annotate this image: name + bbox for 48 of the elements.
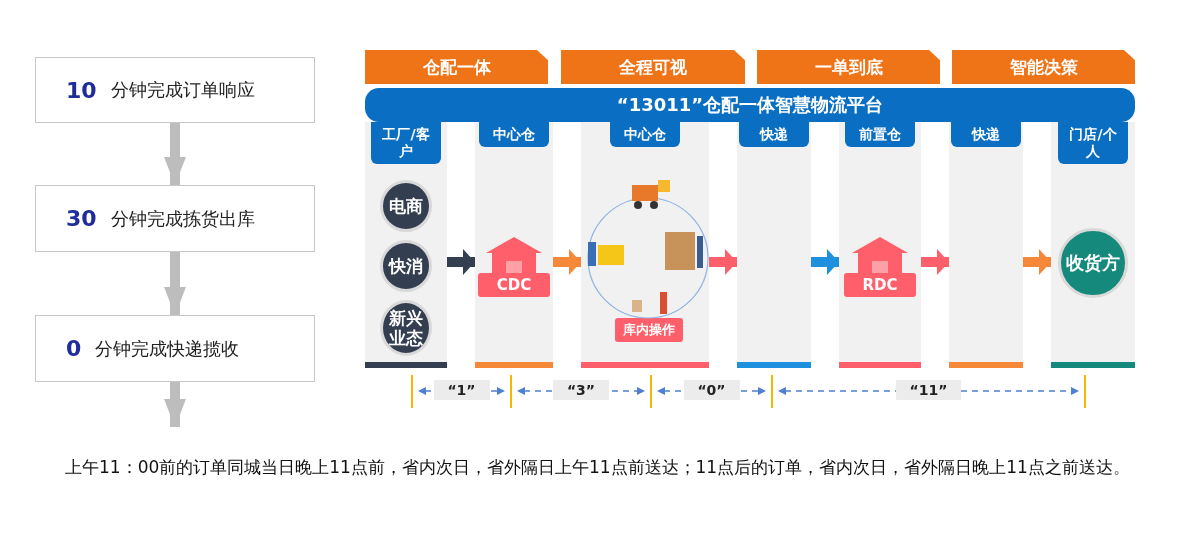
arrow xyxy=(709,249,737,275)
metric-number: 0 xyxy=(66,336,82,361)
operation-label: 库内操作 xyxy=(615,318,683,342)
dimension-label: “1” xyxy=(433,380,490,400)
feature-banner: 仓配一体 xyxy=(365,50,548,84)
category-circle: 电商 xyxy=(380,180,432,232)
stage-column xyxy=(475,122,553,368)
dimension-label: “11” xyxy=(895,380,962,400)
metric-box xyxy=(35,315,315,382)
stage-tab: 门店/个人 xyxy=(1058,122,1128,164)
feature-banner: 全程可视 xyxy=(561,50,745,84)
category-circle: 快消 xyxy=(380,240,432,292)
platform-bar: “13011”仓配一体智慧物流平台 xyxy=(365,88,1135,122)
stage-tab: 快递 xyxy=(739,122,809,147)
warehouse-block: CDC xyxy=(478,235,550,297)
arrow xyxy=(164,123,186,185)
dimension-label: “0” xyxy=(683,380,740,400)
arrow xyxy=(921,249,949,275)
arrow xyxy=(1023,249,1051,275)
stage-column xyxy=(737,122,811,368)
stage-tab: 工厂/客户 xyxy=(371,122,441,164)
stage-column xyxy=(365,122,447,368)
arrow xyxy=(164,382,186,427)
warehouse-block: RDC xyxy=(844,235,916,297)
stage-tab: 中心仓 xyxy=(610,122,680,147)
caption-text: 上午11：00前的订单同城当日晚上11点前，省内次日，省外隔日上午11点前送达；11点后的订单，省内次日，省外隔日晚上11点之前送达。 xyxy=(65,456,1131,479)
feature-banner: 一单到底 xyxy=(757,50,940,84)
feature-banner: 智能决策 xyxy=(952,50,1135,84)
stage-column xyxy=(949,122,1023,368)
metric-text: 分钟完成拣货出库 xyxy=(110,206,255,231)
receiver-circle: 收货方 xyxy=(1058,228,1128,298)
dimension-label: “3” xyxy=(552,380,610,400)
stage-tab: 中心仓 xyxy=(479,122,549,147)
metric-box xyxy=(35,57,315,123)
metric-box xyxy=(35,185,315,252)
arrow xyxy=(447,249,475,275)
stage-column xyxy=(1051,122,1135,368)
stage-column xyxy=(839,122,921,368)
arrow xyxy=(553,249,581,275)
metric-text: 分钟完成快递揽收 xyxy=(95,336,240,361)
metric-number: 10 xyxy=(66,77,97,103)
arrow xyxy=(164,252,186,315)
stage-tab: 前置仓 xyxy=(845,122,915,147)
arrow xyxy=(811,249,839,275)
metric-number: 30 xyxy=(66,206,97,231)
category-circle: 新兴业态 xyxy=(380,300,432,356)
stage-tab: 快递 xyxy=(951,122,1021,147)
metric-text: 分钟完成订单响应 xyxy=(110,78,255,102)
